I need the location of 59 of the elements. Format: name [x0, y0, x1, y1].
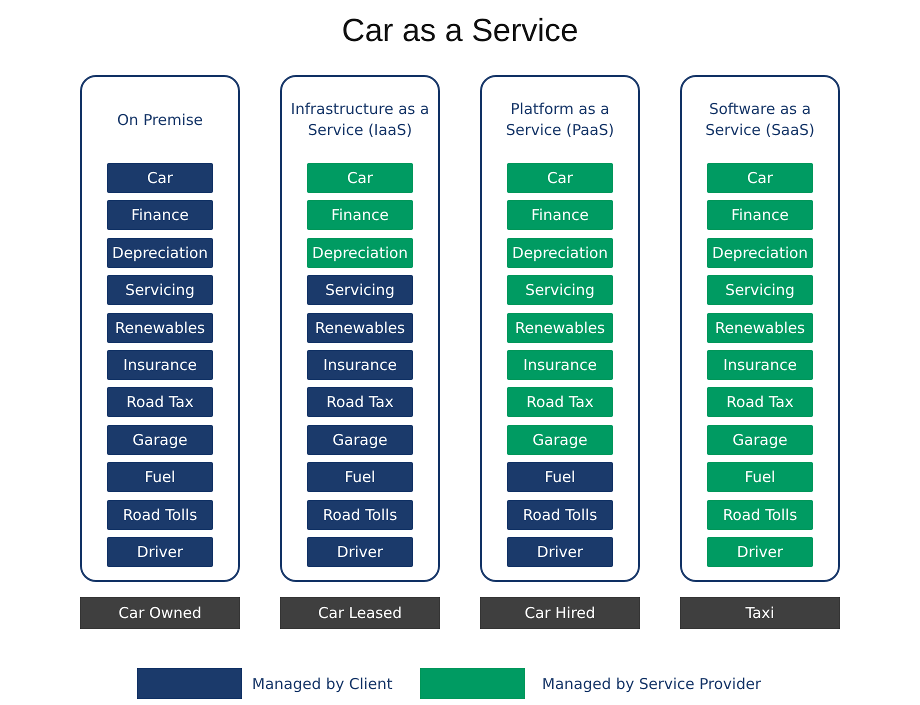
responsibility-box: Road Tolls [107, 500, 213, 530]
responsibility-box: Servicing [507, 275, 613, 306]
responsibility-box: Depreciation [307, 238, 413, 268]
responsibility-box: Finance [107, 200, 213, 230]
responsibility-box: Renewables [307, 312, 413, 343]
responsibility-box: Road Tax [107, 387, 213, 418]
responsibility-box: Servicing [307, 275, 413, 306]
responsibility-box: Insurance [307, 350, 413, 380]
responsibility-box: Garage [707, 424, 813, 455]
responsibility-box: Driver [707, 537, 813, 567]
responsibility-box: Road Tolls [707, 500, 813, 530]
responsibility-box: Renewables [707, 312, 813, 343]
responsibility-box: Road Tolls [507, 500, 613, 530]
responsibility-box: Servicing [707, 275, 813, 306]
responsibility-box: Road Tolls [307, 500, 413, 530]
responsibility-box: Road Tax [507, 387, 613, 418]
responsibility-box: Finance [507, 200, 613, 230]
responsibility-box: Fuel [507, 462, 613, 492]
responsibility-box: Garage [307, 424, 413, 455]
responsibility-box: Fuel [107, 462, 213, 492]
service-column [280, 75, 440, 582]
responsibility-box: Car [307, 163, 413, 193]
responsibility-box: Garage [107, 424, 213, 455]
responsibility-box: Road Tax [707, 387, 813, 418]
service-column [80, 75, 240, 582]
responsibility-box: Renewables [507, 312, 613, 343]
responsibility-box: Road Tax [307, 387, 413, 418]
responsibility-box: Car [107, 163, 213, 193]
service-column [480, 75, 640, 582]
responsibility-box: Depreciation [507, 238, 613, 268]
legend-label: Managed by Service Provider [542, 675, 762, 693]
responsibility-box: Garage [507, 424, 613, 455]
responsibility-box: Fuel [307, 462, 413, 492]
responsibility-box: Insurance [507, 350, 613, 380]
responsibility-box: Driver [107, 537, 213, 567]
diagram-title: Car as a Service [340, 12, 580, 49]
responsibility-box: Finance [707, 200, 813, 230]
responsibility-box: Car [507, 163, 613, 193]
responsibility-box: Servicing [107, 275, 213, 306]
responsibility-box: Fuel [707, 462, 813, 492]
responsibility-box: Driver [507, 537, 613, 567]
service-column [680, 75, 840, 582]
responsibility-box: Driver [307, 537, 413, 567]
responsibility-box: Insurance [107, 350, 213, 380]
column-heading: Platform as a Service (PaaS) [504, 99, 616, 141]
legend-label: Managed by Client [252, 675, 392, 693]
responsibility-box: Depreciation [107, 238, 213, 268]
column-heading: Software as a Service (SaaS) [704, 99, 816, 141]
service-type-bar: Car Hired [480, 597, 640, 629]
responsibility-box: Insurance [707, 350, 813, 380]
column-heading: Infrastructure as a Service (IaaS) [290, 99, 430, 141]
column-heading: On Premise [116, 110, 204, 130]
service-type-bar: Car Leased [280, 597, 440, 629]
responsibility-box: Finance [307, 200, 413, 230]
service-type-bar: Taxi [680, 597, 840, 629]
responsibility-box: Depreciation [707, 238, 813, 268]
responsibility-box: Car [707, 163, 813, 193]
service-type-bar: Car Owned [80, 597, 240, 629]
responsibility-box: Renewables [107, 312, 213, 343]
